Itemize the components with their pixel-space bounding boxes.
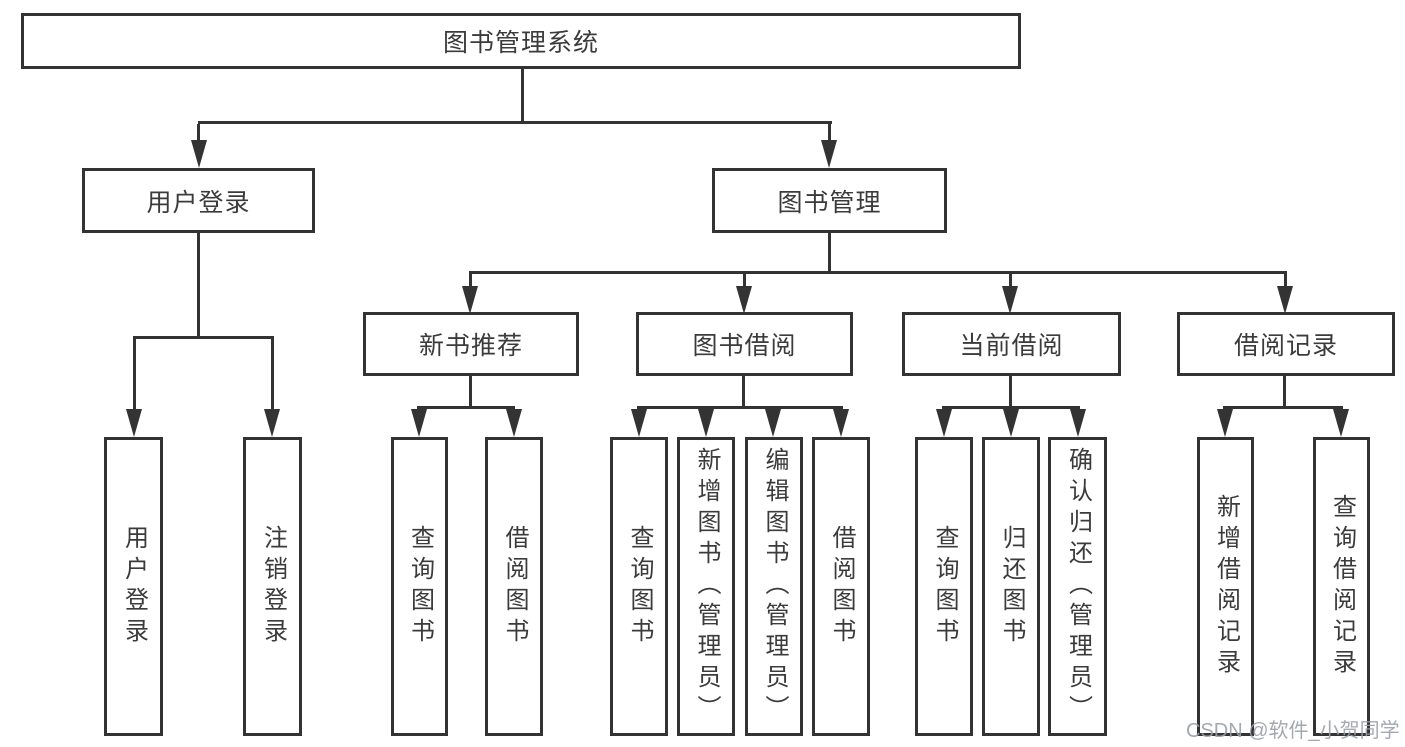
connector-horizontal <box>1223 406 1343 409</box>
connector-stub <box>271 339 274 411</box>
leaf-label: 新增图书（管理员） <box>693 447 720 726</box>
leaf-edit-books-admin: 编辑图书（管理员） <box>745 437 803 736</box>
connector-horizontal <box>469 271 1287 274</box>
leaf-query-books: 查询图书 <box>610 437 668 736</box>
leaf-label: 新增借阅记录 <box>1212 493 1240 680</box>
leaf-label: 注销登录 <box>259 524 287 649</box>
leaf-add-borrow-record: 新增借阅记录 <box>1197 437 1254 736</box>
csdn-watermark: CSDN @软件_小贺同学 <box>1186 720 1400 742</box>
connector-stub <box>743 274 746 286</box>
leaf-return-books: 归还图书 <box>982 437 1040 736</box>
arrow-down-icon <box>411 409 427 437</box>
connector-root-vertical <box>521 69 524 122</box>
leaf-label: 借阅图书 <box>828 524 855 649</box>
leaf-label: 借阅图书 <box>501 524 528 649</box>
leaf-label: 归还图书 <box>998 524 1025 649</box>
connector-stub <box>133 339 136 411</box>
connector-stub <box>1009 274 1012 286</box>
connector-horizontal <box>133 336 274 339</box>
leaf-label: 查询借阅记录 <box>1328 493 1356 680</box>
leaf-add-books-admin: 新增图书（管理员） <box>677 437 735 736</box>
connector-vertical <box>742 376 745 406</box>
leaf-label: 查询图书 <box>931 524 958 649</box>
leaf-label: 用户登录 <box>120 524 148 649</box>
node-user-login: 用户登录 <box>82 168 315 233</box>
connector-root-horizontal <box>198 121 832 124</box>
arrow-down-icon <box>462 286 478 314</box>
node-book-borrow: 图书借阅 <box>636 312 853 376</box>
arrow-down-icon <box>1070 409 1086 437</box>
leaf-label: 查询图书 <box>626 524 653 649</box>
leaf-query-books: 查询图书 <box>391 437 448 736</box>
leaf-logout: 注销登录 <box>243 437 302 736</box>
connector-horizontal <box>942 406 1080 409</box>
arrow-down-icon <box>821 140 837 168</box>
node-system: 图书管理系统 <box>21 13 1021 69</box>
connector-horizontal <box>417 406 515 409</box>
arrow-down-icon <box>833 409 849 437</box>
connector-vertical <box>1283 376 1286 406</box>
node-book-management: 图书管理 <box>712 168 947 233</box>
leaf-confirm-return-admin: 确认归还（管理员） <box>1048 437 1107 736</box>
node-new-book-recommend: 新书推荐 <box>363 312 579 376</box>
connector-vertical <box>469 376 472 406</box>
node-current-borrow: 当前借阅 <box>902 312 1121 376</box>
arrow-down-icon <box>1333 409 1349 437</box>
arrow-down-icon <box>698 409 714 437</box>
arrow-down-icon <box>1277 286 1293 314</box>
leaf-query-borrow-record: 查询借阅记录 <box>1313 437 1370 736</box>
leaf-borrow-books: 借阅图书 <box>485 437 543 736</box>
arrow-down-icon <box>1002 286 1018 314</box>
arrow-down-icon <box>765 409 781 437</box>
connector-stub <box>1284 274 1287 286</box>
arrow-down-icon <box>126 409 142 437</box>
arrow-down-icon <box>631 409 647 437</box>
leaf-borrow-books: 借阅图书 <box>812 437 870 736</box>
connector-stub <box>828 124 831 144</box>
connector-stub <box>469 274 472 286</box>
arrow-down-icon <box>264 409 280 437</box>
arrow-down-icon <box>1217 409 1233 437</box>
arrow-down-icon <box>506 409 522 437</box>
leaf-label: 确认归还（管理员） <box>1064 447 1092 726</box>
leaf-query-books: 查询图书 <box>915 437 973 736</box>
leaf-user-login: 用户登录 <box>104 437 163 736</box>
connector-vertical <box>197 233 200 336</box>
node-borrow-records: 借阅记录 <box>1177 312 1395 376</box>
leaf-label: 查询图书 <box>406 524 434 649</box>
arrow-down-icon <box>191 140 207 168</box>
leaf-label: 编辑图书（管理员） <box>761 447 788 726</box>
arrow-down-icon <box>1003 409 1019 437</box>
arrow-down-icon <box>936 409 952 437</box>
connector-vertical <box>828 233 831 271</box>
connector-horizontal <box>637 406 843 409</box>
connector-vertical <box>1009 376 1012 406</box>
arrow-down-icon <box>736 286 752 314</box>
connector-stub <box>197 124 200 144</box>
